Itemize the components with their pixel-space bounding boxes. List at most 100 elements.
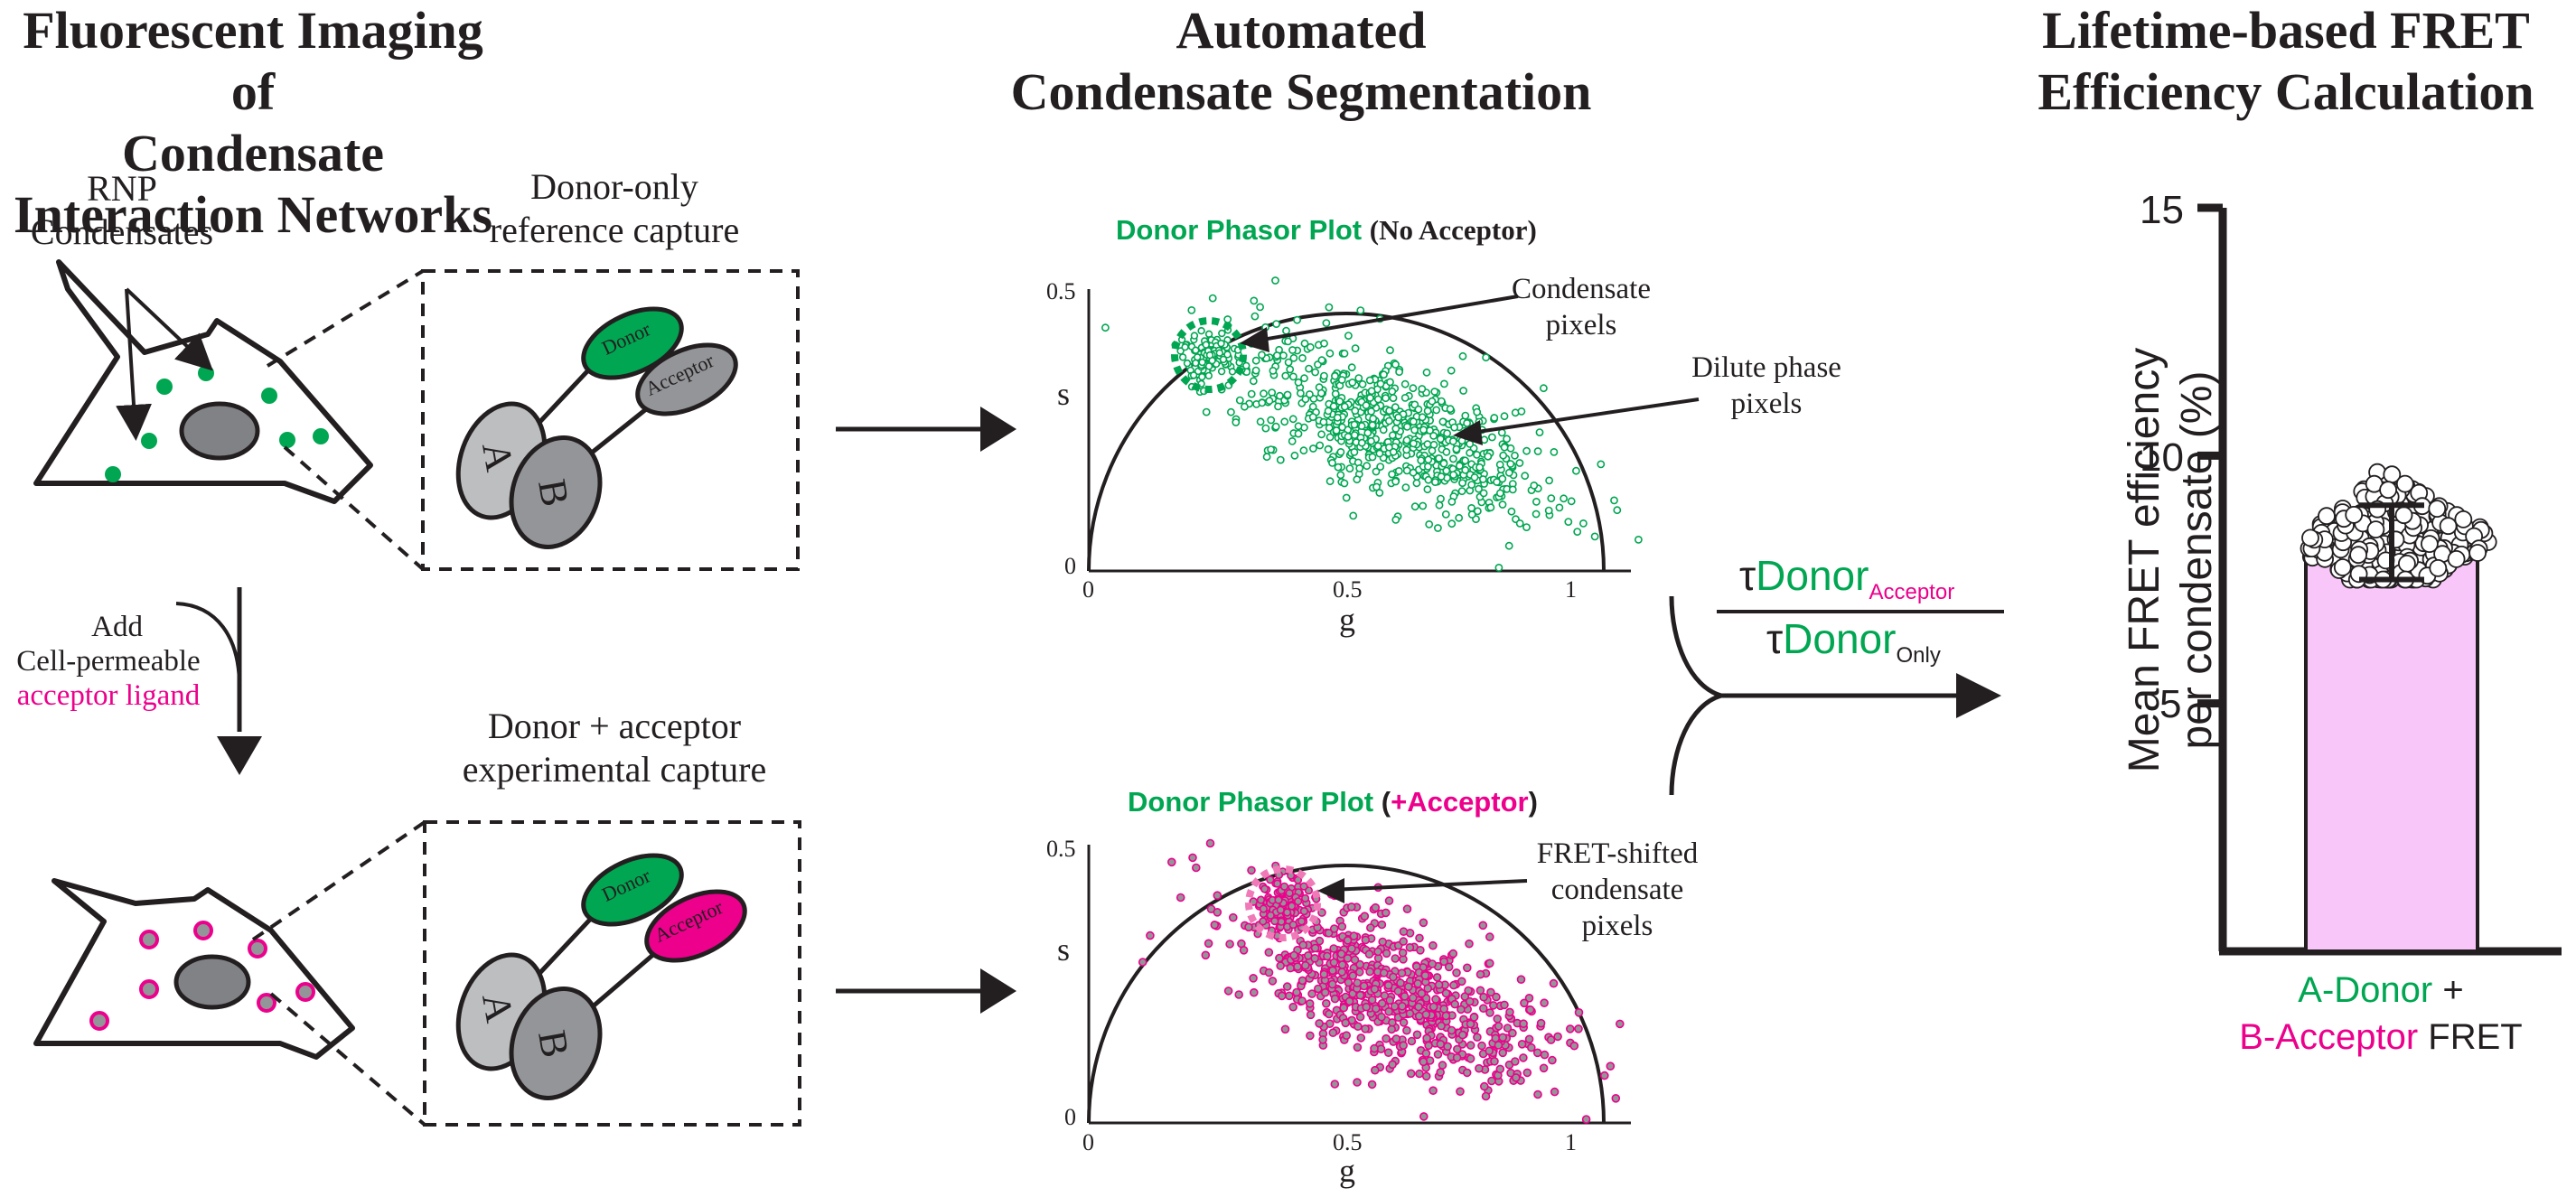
fret-dilute-point bbox=[1347, 902, 1356, 912]
condensate-point bbox=[1219, 355, 1228, 364]
fret-dilute-point bbox=[1480, 1081, 1489, 1091]
fret-dilute-point bbox=[1377, 920, 1387, 930]
protein-complex-bottom bbox=[455, 853, 747, 1100]
data-point bbox=[2429, 559, 2448, 577]
dilute-point bbox=[1376, 463, 1385, 471]
dilute-point bbox=[1324, 444, 1333, 454]
condensate-point bbox=[1204, 371, 1213, 380]
fret-dilute-point bbox=[1342, 1031, 1351, 1040]
dilute-point bbox=[1449, 454, 1457, 463]
dilute-point bbox=[1426, 426, 1434, 435]
dilute-point bbox=[1540, 384, 1548, 393]
dilute-point bbox=[1530, 482, 1539, 490]
dilute-point bbox=[1467, 481, 1476, 489]
dilute-point bbox=[1294, 378, 1303, 387]
fret-dilute-point bbox=[1527, 1043, 1536, 1052]
dilute-point bbox=[1506, 444, 1515, 453]
dilute-point bbox=[1508, 485, 1517, 494]
fret-dilute-point bbox=[1569, 1041, 1579, 1051]
dilute-point bbox=[1380, 370, 1388, 379]
fret-dilute-point bbox=[1419, 1057, 1429, 1067]
fret-dilute-point bbox=[1286, 963, 1295, 973]
dilute-point bbox=[1247, 389, 1256, 398]
dilute-point bbox=[1545, 476, 1553, 485]
fret-condensate-point bbox=[1287, 902, 1297, 911]
dilute-point bbox=[1290, 451, 1299, 460]
dilute-point bbox=[1521, 472, 1530, 481]
dilute-point bbox=[1450, 423, 1458, 432]
dilute-point bbox=[1479, 489, 1488, 498]
fret-dilute-point bbox=[1517, 1040, 1527, 1049]
fret-dilute-point bbox=[1456, 1087, 1465, 1096]
dilute-point bbox=[1274, 402, 1282, 411]
fret-dilute-point bbox=[1489, 1001, 1498, 1010]
fret-dilute-point bbox=[1469, 1013, 1479, 1022]
dilute-point bbox=[1409, 384, 1418, 393]
dilute-point bbox=[1385, 407, 1393, 416]
fret-dilute-point bbox=[1319, 969, 1329, 979]
dilute-point bbox=[1258, 398, 1267, 407]
fret-dilute-point bbox=[1475, 986, 1485, 996]
fret-condensate-point bbox=[1259, 917, 1268, 926]
dilute-point bbox=[1262, 453, 1271, 462]
annot-fret: FRET-shifted condensate pixels bbox=[1518, 836, 1717, 944]
dilute-point bbox=[1333, 413, 1342, 422]
fret-dilute-point bbox=[1367, 996, 1377, 1005]
dilute-point bbox=[1305, 364, 1313, 373]
data-point bbox=[2468, 544, 2487, 562]
condensate-selection-circle bbox=[1171, 317, 1247, 393]
condensate-point bbox=[1192, 346, 1200, 354]
fret-dilute-point bbox=[1146, 930, 1155, 940]
fret-condensate-point bbox=[1259, 904, 1268, 913]
fret-condensate-point bbox=[1282, 908, 1292, 917]
fret-dilute-point bbox=[1398, 1002, 1407, 1011]
fret-dilute-point bbox=[1465, 939, 1474, 949]
condensate-point bbox=[1197, 327, 1205, 335]
dilute-point bbox=[1309, 444, 1317, 453]
dilute-point bbox=[1535, 428, 1544, 436]
tau-denominator: τ bbox=[1766, 615, 1784, 662]
fret-dilute-point bbox=[1359, 981, 1369, 991]
dilute-point bbox=[1482, 353, 1490, 362]
plot1-xtick-mid: 0.5 bbox=[1333, 576, 1363, 603]
fret-dilute-point bbox=[1343, 936, 1353, 945]
fret-dilute-point bbox=[1444, 962, 1454, 972]
fret-dilute-point bbox=[1378, 937, 1387, 947]
fret-dilute-point bbox=[1443, 1042, 1452, 1052]
dilute-point bbox=[1382, 394, 1390, 403]
bar-xlabel-magenta: B-Acceptor bbox=[2239, 1017, 2419, 1057]
data-point bbox=[2454, 510, 2473, 528]
donor-only-line1: Donor-only bbox=[530, 166, 698, 207]
panel3-title-line2: Efficiency Calculation bbox=[2037, 62, 2534, 121]
donor-acceptor-label: Donor + acceptor experimental capture bbox=[407, 705, 822, 791]
dilute-point bbox=[1367, 407, 1375, 416]
dilute-point bbox=[1334, 463, 1343, 472]
fret-dilute-point bbox=[1581, 1115, 1591, 1124]
fret-dilute-point bbox=[1387, 1024, 1396, 1034]
dilute-point bbox=[1402, 445, 1411, 454]
dilute-point bbox=[1386, 378, 1394, 387]
fret-dilute-point bbox=[1353, 1078, 1362, 1087]
fret-dilute-point bbox=[1344, 996, 1354, 1006]
fret-bar-chart bbox=[2197, 203, 2562, 956]
fret-dilute-point bbox=[1249, 974, 1258, 983]
dilute-point bbox=[1344, 432, 1353, 441]
fret-dilute-point bbox=[1495, 1064, 1505, 1074]
panel2-title-line2: Condensate Segmentation bbox=[1010, 62, 1592, 121]
fret-dilute-point bbox=[1481, 1091, 1491, 1101]
plot2-title-green: Donor Phasor Plot bbox=[1128, 786, 1374, 818]
dilute-point bbox=[1265, 397, 1274, 406]
plot1-ytick-zero: 0 bbox=[1064, 553, 1076, 579]
dilute-point bbox=[1391, 360, 1400, 369]
dilute-point bbox=[1355, 464, 1364, 472]
fret-dilute-point bbox=[1429, 1002, 1438, 1012]
dilute-point bbox=[1232, 418, 1241, 426]
dilute-point bbox=[1479, 475, 1487, 483]
dilute-point bbox=[1386, 346, 1394, 355]
fret-dilute-point bbox=[1519, 1019, 1528, 1028]
fret-dilute-point bbox=[1404, 982, 1413, 991]
plot1-title: Donor Phasor Plot (No Acceptor) bbox=[1116, 214, 1537, 247]
fret-dilute-point bbox=[1288, 1002, 1297, 1012]
cell-bottom bbox=[33, 878, 355, 1060]
fret-dilute-point bbox=[1422, 1033, 1431, 1043]
